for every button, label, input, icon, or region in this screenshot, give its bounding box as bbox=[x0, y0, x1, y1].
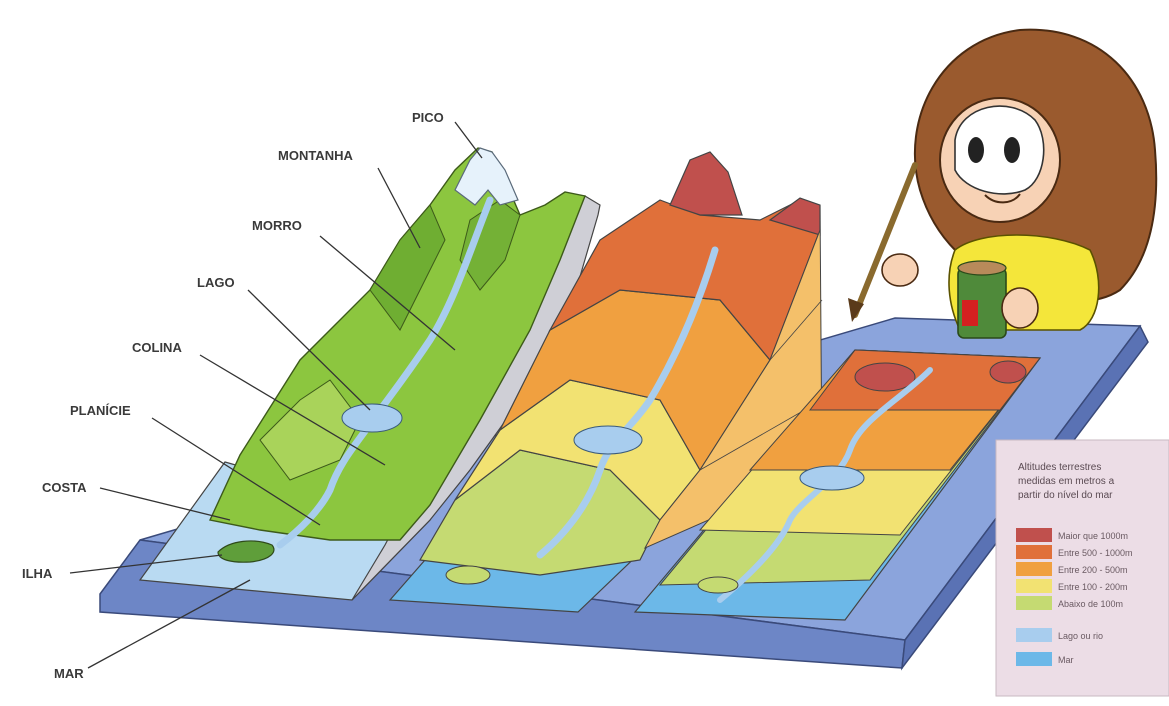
legend-swatch-5 bbox=[1016, 596, 1052, 610]
legend-item-4: Entre 100 - 200m bbox=[1058, 582, 1128, 592]
island-colored bbox=[446, 566, 490, 584]
map-peak-2 bbox=[990, 361, 1026, 383]
legend: Altitudes terrestres medidas em metros a… bbox=[996, 440, 1169, 696]
legend-swatch-4 bbox=[1016, 579, 1052, 593]
eye-right bbox=[1004, 137, 1020, 163]
legend-title-line-1: Altitudes terrestres bbox=[1018, 462, 1101, 473]
lake-colored bbox=[574, 426, 642, 454]
label-morro: MORRO bbox=[252, 218, 302, 233]
label-costa: COSTA bbox=[42, 480, 87, 495]
legend-item-2: Entre 500 - 1000m bbox=[1058, 548, 1133, 558]
legend-item-5: Abaixo de 100m bbox=[1058, 599, 1123, 609]
legend-item-3: Entre 200 - 500m bbox=[1058, 565, 1128, 575]
legend-item-1: Maior que 1000m bbox=[1058, 531, 1128, 541]
legend-swatch-1 bbox=[1016, 528, 1052, 542]
label-colina: COLINA bbox=[132, 340, 182, 355]
hand-jar bbox=[1002, 288, 1038, 328]
leader-montanha bbox=[378, 168, 420, 248]
label-planicie: PLANÍCIE bbox=[70, 403, 131, 418]
legend-swatch-3 bbox=[1016, 562, 1052, 576]
legend-title-line-2: medidas em metros a bbox=[1018, 476, 1115, 487]
hand bbox=[882, 254, 918, 286]
legend-title-line-3: partir do nível do mar bbox=[1018, 490, 1113, 501]
label-ilha: ILHA bbox=[22, 566, 53, 581]
island-map bbox=[698, 577, 738, 593]
lake-realistic bbox=[342, 404, 402, 432]
legend-item-6: Lago ou rio bbox=[1058, 631, 1103, 641]
label-montanha: MONTANHA bbox=[278, 148, 353, 163]
label-mar: MAR bbox=[54, 666, 84, 681]
lake-map bbox=[800, 466, 864, 490]
legend-item-7: Mar bbox=[1058, 655, 1074, 665]
jar-lid bbox=[958, 261, 1006, 275]
paintbrush bbox=[855, 165, 915, 315]
character-illustration bbox=[848, 30, 1156, 338]
leader-pico bbox=[455, 122, 482, 158]
legend-swatch-6 bbox=[1016, 628, 1052, 642]
map-peak-1 bbox=[855, 363, 915, 391]
legend-swatch-7 bbox=[1016, 652, 1052, 666]
legend-swatch-2 bbox=[1016, 545, 1052, 559]
jar-label bbox=[962, 300, 978, 326]
layer-peak bbox=[670, 152, 742, 215]
label-pico: PICO bbox=[412, 110, 444, 125]
eye-left bbox=[968, 137, 984, 163]
label-lago: LAGO bbox=[197, 275, 235, 290]
